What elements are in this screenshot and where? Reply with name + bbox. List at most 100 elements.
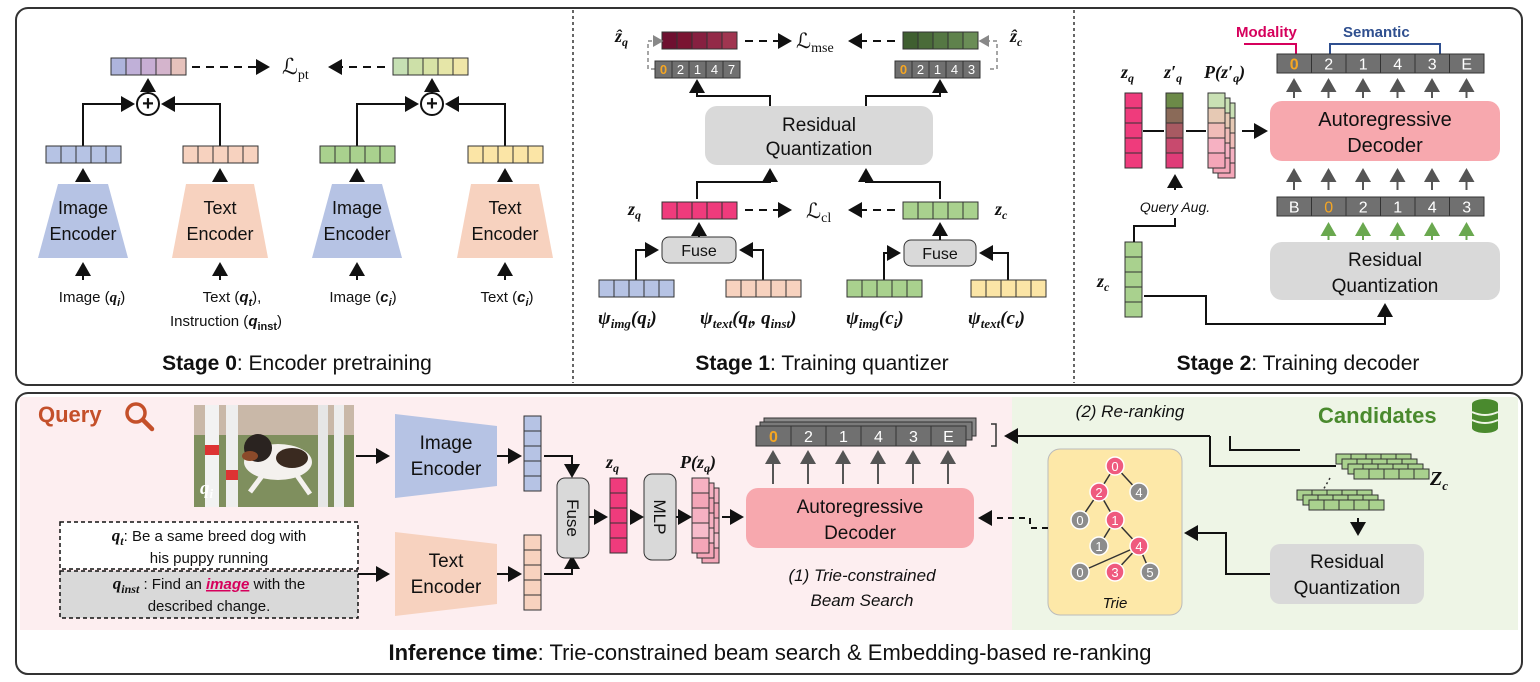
inf-pz-col-cell xyxy=(691,507,710,524)
inf-img-emb-col-cell xyxy=(523,445,542,462)
s1-zc-hat-bar-cell xyxy=(947,31,964,50)
s0-emb-txt-q-cell xyxy=(242,145,259,164)
s1-psi-img-c-bar xyxy=(846,279,923,298)
cand-emb-bottom xyxy=(1308,499,1385,511)
inf-zq-col-cell xyxy=(609,477,628,494)
s1-psi-text-c-bar-cell xyxy=(1030,279,1047,298)
s2-residual-quantization xyxy=(1270,242,1500,300)
s1-zc-bar-cell xyxy=(947,201,964,220)
s0-emb-img-q-cell xyxy=(105,145,122,164)
s0-input-instruction: Instruction (qinst) xyxy=(170,313,282,333)
s1-reconstructions xyxy=(661,31,979,50)
svg-text:Encoder: Encoder xyxy=(471,224,538,244)
top-panel-frame xyxy=(15,7,1523,386)
s1-code-q-value: 2 xyxy=(677,62,684,77)
inf-img-emb-col-cell xyxy=(523,430,542,447)
s0-emb-txt-c xyxy=(467,145,544,164)
s2-zc-col xyxy=(1124,241,1143,318)
s0-emb-img-q-cell xyxy=(90,145,107,164)
s1-code-q-value: 4 xyxy=(711,62,718,77)
s2-pz-label: P(z′q) xyxy=(1203,62,1245,85)
s1-zc-hat-bar-cell xyxy=(932,31,949,50)
s1-code-c-value: 4 xyxy=(951,62,958,77)
inf-code-value: 3 xyxy=(909,429,918,446)
s0-input-image-c: Image (ci) xyxy=(329,289,396,309)
svg-text:Image: Image xyxy=(332,198,382,218)
s0-emb-img-q-cell xyxy=(75,145,92,164)
inference: Query qi qt: Be a same breed dog with xyxy=(38,399,1499,665)
s2-semantic-bracket xyxy=(1329,43,1441,54)
s0-emb-img-c-cell xyxy=(319,145,336,164)
s1-psi-img-q-bar xyxy=(598,279,675,298)
search-icon xyxy=(125,402,155,432)
s2-pz-col xyxy=(1207,92,1226,169)
s1-zq-bar-cell xyxy=(691,201,708,220)
s2-zq-prime-col-cell xyxy=(1165,107,1184,124)
s1-zq-hat-bar xyxy=(661,31,738,50)
s0-emb-txt-q-cell xyxy=(182,145,199,164)
s0-emb-img-c-cell xyxy=(334,145,351,164)
s0-embeddings xyxy=(45,145,544,164)
s0-image-encoder-q xyxy=(38,184,128,258)
s0-text-encoder-c xyxy=(457,184,553,258)
inf-txt-emb-col-cell xyxy=(523,534,542,551)
s2-in-code-value: B xyxy=(1289,199,1300,216)
inference-title: Inference time: Trie-constrained beam se… xyxy=(388,640,1151,665)
s1-psi-img-c-bar-cell xyxy=(861,279,878,298)
s2-zc-col-cell xyxy=(1124,286,1143,303)
s1-psi-text-c: ψtext(ct) xyxy=(968,308,1025,331)
s0-emb-img-c-cell xyxy=(349,145,366,164)
s2-zq-col-cell xyxy=(1124,152,1143,169)
inf-code-value: 1 xyxy=(839,429,848,446)
s1-zc-hat-bar-cell xyxy=(902,31,919,50)
s0-output-q-bar-cell xyxy=(140,57,157,76)
s2-in-code-value: 3 xyxy=(1462,199,1471,216)
query-instruction-box xyxy=(59,570,359,619)
trie-node-label: 5 xyxy=(1146,565,1153,580)
inf-txt-emb-col xyxy=(523,534,542,611)
s2-modality-bracket xyxy=(1244,43,1297,54)
s1-zc-hat-bar xyxy=(902,31,979,50)
s1-psi-text-c-bar xyxy=(970,279,1047,298)
query-text-line-2: his puppy running xyxy=(150,550,268,567)
query-image-label: qi xyxy=(200,478,214,501)
inf-pz-col xyxy=(691,477,710,554)
s0-output-c-bar-cell xyxy=(437,57,454,76)
s2-zc-label: zc xyxy=(1096,271,1110,294)
trie-node xyxy=(1089,536,1109,556)
s2-zc-col-cell xyxy=(1124,301,1143,318)
svg-text:Encoder: Encoder xyxy=(323,224,390,244)
svg-text:Text: Text xyxy=(203,198,236,218)
s1-zq-hat: ẑq xyxy=(614,26,628,49)
s0-emb-img-c-cell xyxy=(364,145,381,164)
s2-in-code-cell xyxy=(1449,196,1485,217)
s0-output-q-bar-cell xyxy=(170,57,187,76)
s2-autoregressive-decoder xyxy=(1270,101,1500,161)
s1-encoder-outputs xyxy=(598,279,1047,298)
s1-psi-img-q-bar-cell xyxy=(658,279,675,298)
inf-Zc-label: Zc xyxy=(1429,468,1448,493)
inf-autoregressive-decoder xyxy=(746,488,974,548)
s1-psi-text-q: ψtext(qt, qinst) xyxy=(700,308,797,331)
s1-psi-text-q-bar xyxy=(725,279,802,298)
s0-image-encoder-c xyxy=(312,184,402,258)
trie-node-label: 1 xyxy=(1095,539,1102,554)
s2-zq-prime-col-cell xyxy=(1165,152,1184,169)
s1-zc-hat: ẑc xyxy=(1009,26,1023,49)
query-instruction-line-2: described change. xyxy=(148,598,271,615)
trie-node-label: 0 xyxy=(1111,459,1118,474)
s2-out-code-value: 3 xyxy=(1428,56,1437,73)
s2-embedding-columns xyxy=(1124,92,1236,318)
inf-txt-emb-col-cell xyxy=(523,579,542,596)
s1-zq-hat-bar-cell xyxy=(721,31,738,50)
s0-output-q-bar-cell xyxy=(125,57,142,76)
cand-emb-top-cell xyxy=(1398,468,1415,480)
